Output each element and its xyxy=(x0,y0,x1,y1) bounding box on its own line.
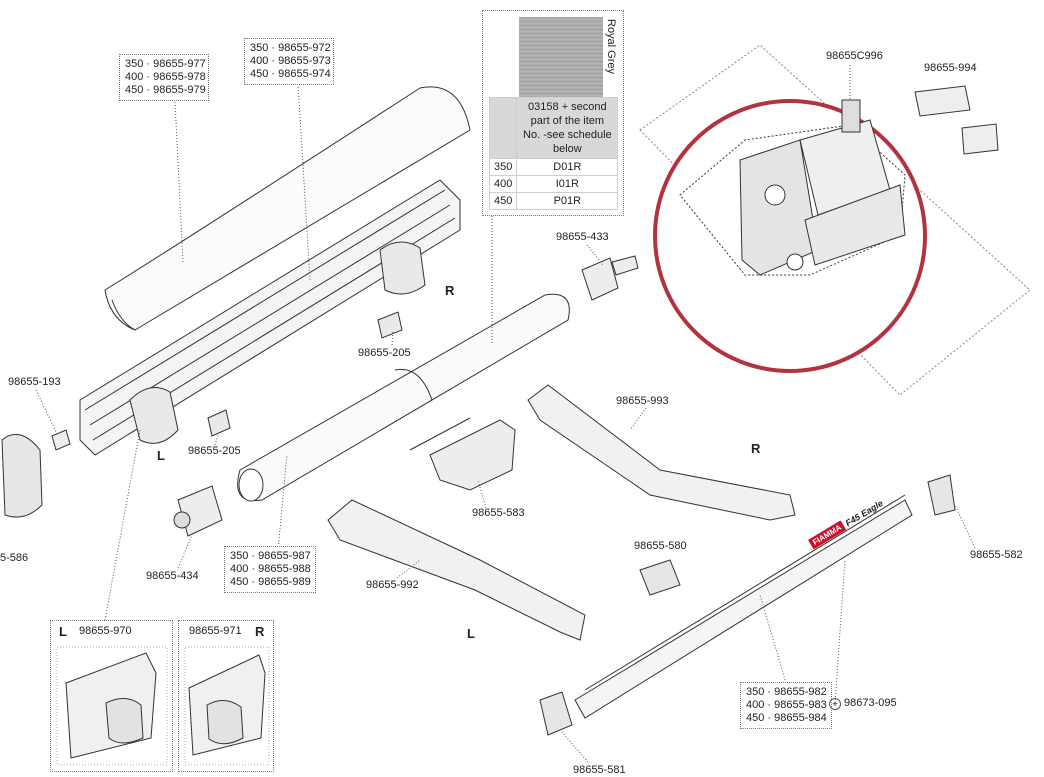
fabric-name: Royal Grey xyxy=(605,19,617,75)
table-cell xyxy=(488,97,518,159)
label-98655-970: 98655-970 xyxy=(79,625,132,637)
callout-line: 450 · 98655-974 xyxy=(250,68,331,80)
callout-line: 450 · 98655-984 xyxy=(746,712,827,724)
label-98655-205-b: 98655-205 xyxy=(188,445,241,457)
plug-193 xyxy=(51,429,71,451)
label-98655-433: 98655-433 xyxy=(556,231,609,243)
table-cell: 450 xyxy=(488,192,518,210)
callout-line: 450 · 98655-979 xyxy=(125,84,206,96)
table-row: 03158 + second part of the item No. -see… xyxy=(488,97,619,159)
label-98655-193: 98655-193 xyxy=(8,376,61,388)
fabric-card: Royal Grey 03158 + second part of the it… xyxy=(482,10,624,216)
table-cell: D01R xyxy=(516,158,619,176)
arm-992 xyxy=(327,499,586,641)
side-left-case: L xyxy=(157,448,165,463)
callout-line: 450 · 98655-989 xyxy=(230,576,311,588)
detail-drawing-970 xyxy=(56,646,168,766)
detail-box-right: 98655-971 R xyxy=(178,620,274,772)
part-580 xyxy=(639,559,681,596)
label-98655-586: 5-586 xyxy=(0,552,29,564)
part-581 xyxy=(539,691,573,736)
callout-roller-tube: 350 · 98655-987 400 · 98655-988 450 · 98… xyxy=(224,546,316,593)
detail-drawing-971 xyxy=(184,646,270,766)
roller-tube-part xyxy=(237,293,570,502)
side-left-arm: L xyxy=(467,626,475,641)
label-98655C996: 98655C996 xyxy=(826,50,883,62)
table-cell: I01R xyxy=(516,175,619,193)
callout-front-cover: 350 · 98655-977 400 · 98655-978 450 · 98… xyxy=(119,54,209,101)
motor-detail xyxy=(679,99,906,276)
callout-line: 350 · 98655-987 xyxy=(230,550,311,562)
label-98655-971: 98655-971 xyxy=(189,625,242,637)
side-right-case: R xyxy=(445,283,455,298)
leader-lines xyxy=(35,65,976,763)
table-cell: 350 xyxy=(488,158,518,176)
callout-line: 400 · 98655-978 xyxy=(125,71,206,83)
label-98655-580: 98655-580 xyxy=(634,540,687,552)
label-98655-993: 98655-993 xyxy=(616,395,669,407)
label-98655-582: 98655-582 xyxy=(970,549,1023,561)
side-left-detail: L xyxy=(59,624,67,639)
front-bar-part xyxy=(574,499,913,719)
end-plug-434 xyxy=(177,485,223,537)
end-cap-586 xyxy=(1,433,43,518)
table-cell: 400 xyxy=(488,175,518,193)
fabric-code-table: 03158 + second part of the item No. -see… xyxy=(488,97,619,210)
front-cover-part xyxy=(104,86,471,331)
table-header: 03158 + second part of the item No. -see… xyxy=(516,97,619,159)
callout-line: 350 · 98655-972 xyxy=(250,42,331,54)
bracket-583 xyxy=(429,419,516,491)
table-row: 350 D01R xyxy=(488,158,619,176)
label-98655-581: 98655-581 xyxy=(573,764,626,776)
table-row: 400 I01R xyxy=(488,175,619,193)
callout-case-profile: 350 · 98655-972 400 · 98655-973 450 · 98… xyxy=(244,38,334,85)
arm-993 xyxy=(527,384,796,521)
plus-marker: + xyxy=(829,698,841,710)
table-cell: P01R xyxy=(516,192,619,210)
label-98655-994: 98655-994 xyxy=(924,62,977,74)
callout-line: 400 · 98655-973 xyxy=(250,55,331,67)
fabric-swatch xyxy=(519,17,603,97)
side-right-detail: R xyxy=(255,624,265,639)
label-98655-583: 98655-583 xyxy=(472,507,525,519)
detail-box-left: L 98655-970 xyxy=(50,620,173,772)
label-98655-205-a: 98655-205 xyxy=(358,347,411,359)
clip-205-a xyxy=(377,311,403,339)
table-row: 450 P01R xyxy=(488,192,619,210)
label-98673-095: 98673-095 xyxy=(844,697,897,709)
part-582 xyxy=(927,474,956,516)
callout-line: 400 · 98655-988 xyxy=(230,563,311,575)
side-right-arm: R xyxy=(751,441,761,456)
clip-205-b xyxy=(207,409,231,437)
callout-line: 350 · 98655-982 xyxy=(746,686,827,698)
case-bracket xyxy=(379,241,426,295)
callout-line: 400 · 98655-983 xyxy=(746,699,827,711)
label-98655-434: 98655-434 xyxy=(146,570,199,582)
callout-front-bar: 350 · 98655-982 400 · 98655-983 450 · 98… xyxy=(740,682,832,729)
motor-part-994 xyxy=(914,85,971,117)
case-profile-part xyxy=(79,179,461,456)
case-end-left xyxy=(129,387,179,444)
callout-line: 350 · 98655-977 xyxy=(125,58,206,70)
label-98655-992: 98655-992 xyxy=(366,579,419,591)
